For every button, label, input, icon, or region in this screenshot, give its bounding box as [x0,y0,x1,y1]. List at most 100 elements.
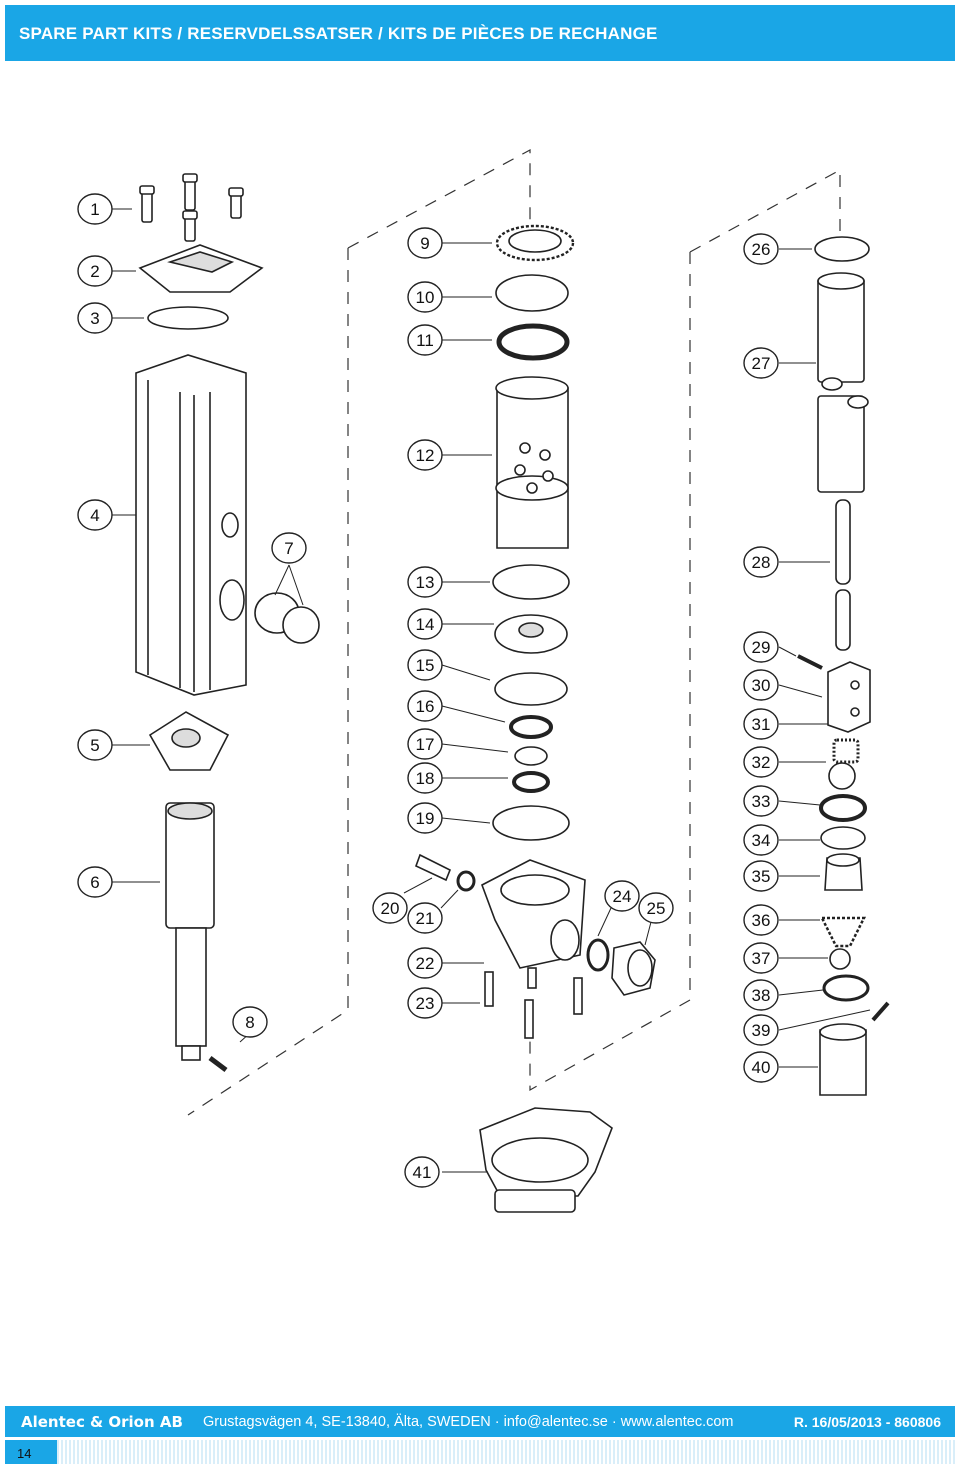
callout-3: 3 [77,302,113,334]
ring-part-16 [509,715,553,739]
o-ring-part-3 [147,306,229,330]
callout-7: 7 [271,532,307,564]
callout-21: 21 [407,902,443,934]
seal-part-33 [819,794,867,822]
o-ring-part-19 [492,805,570,841]
callout-35: 35 [743,860,779,892]
callout-label: 6 [90,873,99,892]
callout-41: 41 [404,1156,440,1188]
ring-part-7b [282,606,320,644]
callout-28: 28 [743,546,779,578]
callout-label: 19 [416,809,435,828]
footer-company: Alentec & Orion AB [21,1413,183,1431]
pin-part-39 [871,1001,890,1022]
callout-1: 1 [77,193,113,225]
callout-label: 37 [752,949,771,968]
callout-circle [407,608,443,640]
callout-20: 20 [372,892,408,924]
cylinder-part-4 [135,354,247,696]
callout-label: 8 [245,1013,254,1032]
callout-label: 16 [416,697,435,716]
callout-32: 32 [743,746,779,778]
callout-label: 1 [90,200,99,219]
callout-circle [407,762,443,794]
callout-circle [407,728,443,760]
callout-circle [743,942,779,974]
o-ring-part-24 [586,938,610,972]
callout-circle [77,499,113,531]
callout-18: 18 [407,762,443,794]
callout-circle [407,566,443,598]
header-bar: SPARE PART KITS / RESERVDELSSATSER / KIT… [5,5,955,61]
screws-part-1 [139,173,244,242]
callout-label: 24 [613,887,632,906]
callout-circle [743,904,779,936]
callout-label: 15 [416,656,435,675]
callout-label: 10 [416,288,435,307]
footer-address: Grustagsvägen 4, SE-13840, Älta, SWEDEN … [203,1414,734,1430]
callout-circle [743,233,779,265]
callout-8: 8 [232,1006,268,1038]
callout-circle [743,979,779,1011]
callout-label: 32 [752,753,771,772]
fitting-part-20 [414,853,452,882]
callout-circle [743,546,779,578]
ball-part-37 [829,948,851,970]
callout-37: 37 [743,942,779,974]
callout-27: 27 [743,347,779,379]
callout-circle [407,987,443,1019]
callout-label: 17 [416,735,435,754]
callout-circle [743,1051,779,1083]
leader-lines [110,208,871,1173]
callout-33: 33 [743,785,779,817]
callout-label: 11 [416,331,434,350]
callout-30: 30 [743,669,779,701]
callout-circle [407,902,443,934]
callout-label: 14 [416,615,435,634]
washer-part-21 [456,870,476,892]
stem-part-28 [835,499,851,585]
page-number: 14 [17,1446,32,1461]
callout-label: 29 [752,638,771,657]
callout-34: 34 [743,824,779,856]
ring-part-34 [820,826,866,850]
callout-23: 23 [407,987,443,1019]
callout-6: 6 [77,866,113,898]
callout-26: 26 [743,233,779,265]
callout-circle [743,347,779,379]
callout-label: 27 [752,354,771,373]
callout-circle [743,746,779,778]
callout-circle [77,193,113,225]
callout-label: 34 [752,831,771,850]
callout-22: 22 [407,947,443,979]
callout-circle [604,880,640,912]
callout-10: 10 [407,281,443,313]
callout-circle [407,281,443,313]
callout-label: 20 [381,899,400,918]
callout-circle [743,669,779,701]
rod-part-6 [165,802,215,929]
callout-label: 13 [416,573,435,592]
callout-label: 30 [752,676,771,695]
callout-25: 25 [638,892,674,924]
callout-29: 29 [743,631,779,663]
block-part-30 [827,661,871,733]
assembly-dash-lines [187,148,841,1116]
callout-17: 17 [407,728,443,760]
callout-label: 9 [420,234,429,253]
callout-5: 5 [77,729,113,761]
callout-label: 4 [90,506,99,525]
callout-circle [407,690,443,722]
callout-label: 35 [752,867,771,886]
callout-circle [77,302,113,334]
o-ring-part-26 [814,236,870,262]
callout-label: 12 [416,446,435,465]
tube-part-27 [817,277,865,383]
callout-circle [407,649,443,681]
pin-part-8 [208,1056,228,1072]
callout-label: 41 [413,1163,432,1182]
callout-circle [407,324,443,356]
callout-label: 26 [752,240,771,259]
callout-14: 14 [407,608,443,640]
